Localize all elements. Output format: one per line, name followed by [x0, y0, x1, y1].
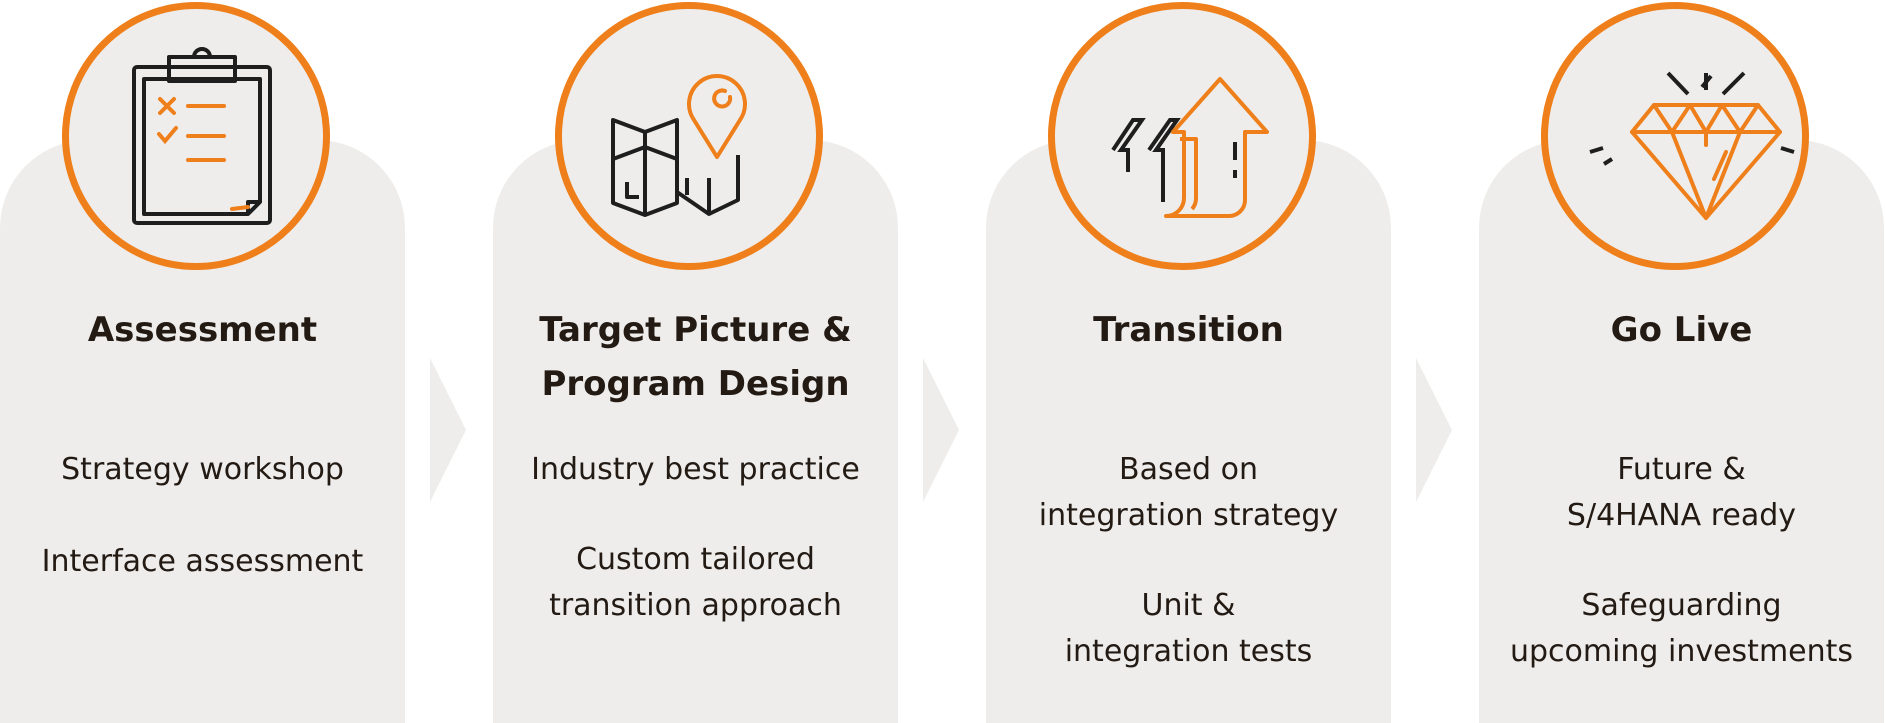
chevron-right-icon: [1416, 358, 1452, 502]
list-item: Industry best practice: [531, 452, 860, 487]
chevron-right-icon: [430, 358, 466, 502]
list-item: Future & S/4HANA ready: [1566, 452, 1797, 533]
clipboard-checklist-icon: [132, 47, 272, 225]
phase-icon-circle: [1048, 2, 1316, 270]
chevron-right-icon: [923, 358, 959, 502]
phase-items: Industry best practice Custom tailored t…: [493, 447, 898, 629]
phase-target-picture: Target Picture & Program Design Industry…: [493, 0, 898, 723]
phase-transition: Transition Based on integration strategy…: [986, 0, 1391, 723]
list-item: Strategy workshop: [61, 452, 344, 487]
list-item: Unit & integration tests: [1064, 588, 1313, 669]
phase-title: Assessment: [87, 310, 318, 350]
phase-items: Based on integration strategy Unit & int…: [986, 447, 1391, 675]
phase-title: Target Picture & Program Design: [539, 310, 852, 404]
upward-arrows-icon: [1111, 77, 1269, 218]
list-item: Based on integration strategy: [1038, 452, 1339, 533]
diamond-icon: [1589, 71, 1795, 220]
phase-title: Transition: [1093, 310, 1284, 350]
phase-items: Future & S/4HANA ready Safeguarding upco…: [1479, 447, 1884, 675]
phase-items: Strategy workshop Interface assessment: [0, 447, 405, 585]
list-item: Custom tailored transition approach: [549, 542, 842, 623]
phase-title: Go Live: [1610, 310, 1753, 350]
phase-icon-circle: [1541, 2, 1809, 270]
phase-go-live: Go Live Future & S/4HANA ready Safeguard…: [1479, 0, 1884, 723]
phase-assessment: Assessment Strategy workshop Interface a…: [0, 0, 405, 723]
phase-icon-circle: [62, 2, 330, 270]
list-item: Safeguarding upcoming investments: [1509, 588, 1854, 669]
list-item: Interface assessment: [41, 544, 364, 579]
phase-icon-circle: [555, 2, 823, 270]
map-location-pin-icon: [611, 74, 747, 217]
